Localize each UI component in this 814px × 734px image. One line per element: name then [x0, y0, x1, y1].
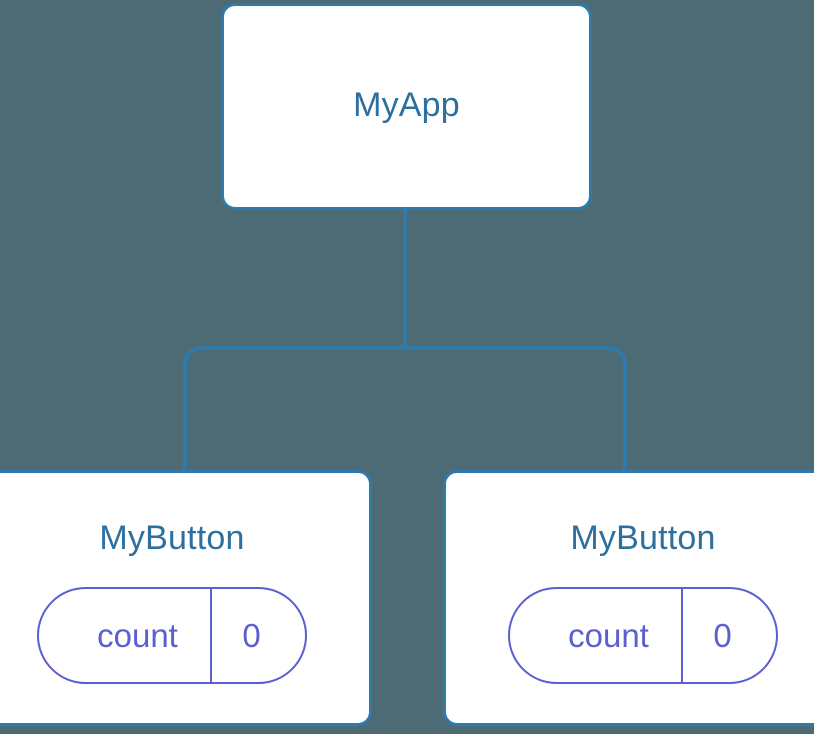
state-value-label: 0 [242, 616, 261, 654]
component-node-label: MyApp [353, 86, 460, 124]
component-node-mybutton-left[interactable]: MyButton count 0 [0, 470, 372, 726]
edge-root-to-child-left [183, 346, 405, 470]
component-node-mybutton-right[interactable]: MyButton count 0 [443, 470, 814, 726]
state-key-label: count [97, 616, 178, 654]
edge-root-to-child-right [405, 346, 627, 470]
component-node-myapp[interactable]: MyApp [221, 3, 592, 210]
component-node-label: MyButton [570, 519, 716, 557]
state-pill-value-cell: 0 [212, 589, 305, 682]
state-pill-value-cell: 0 [683, 589, 776, 682]
state-pill-key-cell: count [510, 589, 683, 682]
state-key-label: count [568, 616, 649, 654]
state-pill-key-cell: count [39, 589, 212, 682]
state-pill[interactable]: count 0 [508, 587, 778, 684]
component-node-label: MyButton [99, 519, 245, 557]
state-value-label: 0 [713, 616, 732, 654]
state-pill[interactable]: count 0 [37, 587, 307, 684]
